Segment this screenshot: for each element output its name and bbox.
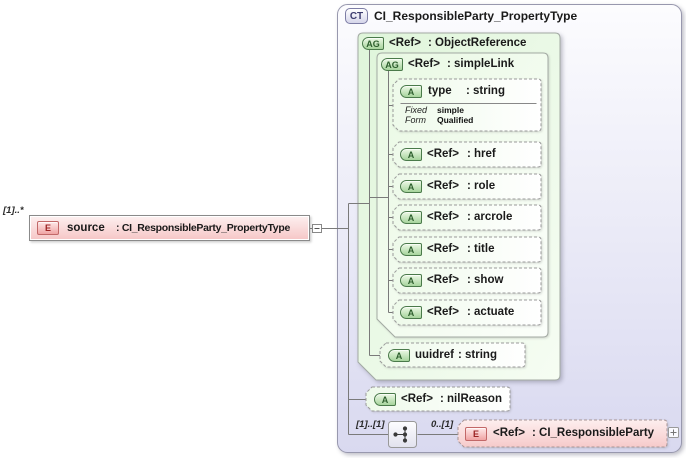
- uuidref-attribute-name: uuidref: [415, 349, 454, 361]
- form-property-value: Qualified: [437, 115, 474, 125]
- fixed-property-value: simple: [437, 105, 464, 115]
- complex-type-title: CI_ResponsibleParty_PropertyType: [374, 9, 578, 23]
- source-element-type: : CI_ResponsibleParty_PropertyType: [116, 222, 290, 234]
- attribute-box-type[interactable]: [392, 78, 542, 132]
- type-attribute-type: : string: [466, 85, 505, 97]
- sequence-compositor-icon[interactable]: [388, 421, 417, 448]
- attribute-type-label: : actuate: [467, 306, 515, 318]
- form-property-label: Form: [405, 115, 426, 125]
- connector-lines: [310, 50, 459, 435]
- attribute-icon: A: [400, 306, 422, 319]
- attribute-icon: A: [388, 349, 410, 362]
- sequence-cardinality-label: [1]..[1]: [356, 419, 385, 430]
- object-reference-ref-label: <Ref>: [389, 37, 421, 49]
- child-element-ref-label: <Ref>: [493, 427, 525, 439]
- child-element-type-label: : CI_ResponsibleParty: [532, 427, 655, 439]
- attribute-type-label: : arcrole: [467, 211, 513, 223]
- source-element-name: source: [67, 222, 105, 234]
- attribute-type-label: : href: [467, 148, 496, 160]
- attribute-box-href[interactable]: [392, 141, 542, 168]
- element-icon: E: [465, 427, 487, 441]
- collapse-handle-icon[interactable]: [312, 224, 322, 233]
- attribute-box-arcrole[interactable]: [392, 204, 542, 231]
- attribute-box-role[interactable]: [392, 173, 542, 200]
- child-element-box[interactable]: [457, 419, 668, 448]
- attribute-icon: A: [400, 243, 422, 256]
- source-cardinality-label: [1]..*: [3, 205, 24, 216]
- attribute-group-icon: AG: [381, 58, 403, 71]
- nilreason-ref-label: <Ref>: [401, 393, 433, 405]
- nilreason-type-label: : nilReason: [440, 393, 502, 405]
- attribute-box-uuidref[interactable]: [379, 342, 526, 368]
- attribute-box-show[interactable]: [392, 267, 542, 294]
- attribute-box-nilreason[interactable]: [365, 386, 511, 412]
- attribute-icon: A: [374, 393, 396, 406]
- attribute-ref-label: <Ref>: [427, 211, 459, 223]
- simple-link-ref-label: <Ref>: [408, 58, 440, 70]
- attribute-icon: A: [400, 274, 422, 287]
- attribute-icon: A: [400, 211, 422, 224]
- attribute-box-actuate[interactable]: [392, 299, 542, 326]
- child-cardinality-label: 0..[1]: [431, 419, 454, 430]
- uuidref-attribute-type: : string: [458, 349, 497, 361]
- attribute-type-label: : show: [467, 274, 504, 286]
- attribute-ref-label: <Ref>: [427, 274, 459, 286]
- expand-handle-icon[interactable]: [668, 427, 679, 438]
- attribute-icon: A: [400, 85, 422, 98]
- attribute-ref-label: <Ref>: [427, 148, 459, 160]
- attribute-type-label: : role: [467, 180, 496, 192]
- attribute-box-title[interactable]: [392, 236, 542, 263]
- attribute-ref-label: <Ref>: [427, 243, 459, 255]
- fixed-property-label: Fixed: [405, 105, 428, 115]
- element-icon: E: [37, 221, 59, 235]
- complex-type-icon: CT: [345, 8, 368, 24]
- attribute-icon: A: [400, 180, 422, 193]
- attribute-icon: A: [400, 148, 422, 161]
- attribute-ref-label: <Ref>: [427, 180, 459, 192]
- attribute-group-icon: AG: [362, 37, 384, 50]
- source-element-box[interactable]: [29, 215, 310, 241]
- attribute-ref-label: <Ref>: [427, 306, 459, 318]
- type-attribute-name: type: [428, 85, 452, 97]
- attribute-type-label: : title: [467, 243, 495, 255]
- object-reference-type-label: : ObjectReference: [428, 37, 527, 49]
- simple-link-type-label: : simpleLink: [447, 58, 515, 70]
